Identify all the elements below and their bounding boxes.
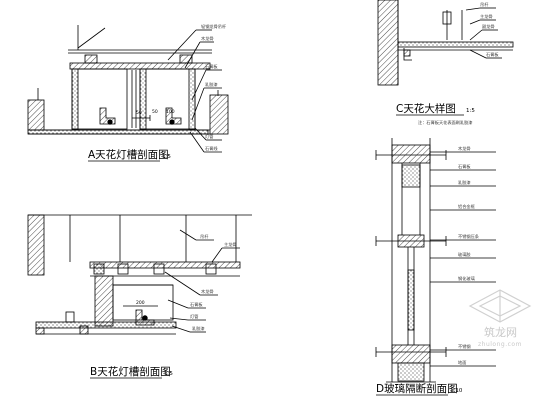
svg-text:灯管: 灯管 [205,133,213,140]
section-a [27,25,229,153]
section-b-title: B天花灯槽剖面图 [90,365,171,378]
section-c-scale: 1:5 [466,108,475,114]
svg-text:不锈钢: 不锈钢 [458,343,471,350]
section-d-notes: 木龙骨 石膏板 乳胶漆 铝合金框 不锈钢压条 玻璃胶 钢化玻璃 不锈钢 地面 [458,145,480,366]
svg-text:灯管: 灯管 [190,313,198,320]
svg-text:主龙骨: 主龙骨 [224,241,237,248]
section-b-notes: 吊杆 主龙骨 木龙骨 石膏板 灯管 乳胶漆 200 [136,233,237,332]
svg-text:副龙骨: 副龙骨 [482,23,495,30]
dim-a-mid: 50 [136,110,142,116]
svg-text:铝合金框: 铝合金框 [458,203,476,210]
dim-a-right: 100 [166,109,175,115]
section-c-title: C天花大样图 [396,102,456,115]
dim-b-width: 200 [136,300,145,306]
svg-text:乳胶漆: 乳胶漆 [458,179,471,186]
section-a-title: A天花灯槽剖面图 [88,148,169,161]
svg-text:石膏板: 石膏板 [486,51,499,58]
svg-text:不锈钢压条: 不锈钢压条 [458,233,480,240]
watermark-logo [468,289,532,323]
section-c [377,0,514,86]
section-d [375,138,496,383]
section-b [27,214,252,335]
svg-text:注：石膏板天花表面刷乳胶漆: 注：石膏板天花表面刷乳胶漆 [418,119,472,126]
svg-text:乳胶漆: 乳胶漆 [192,325,205,332]
section-d-scale: 1:10 [450,388,463,394]
svg-text:钢化玻璃: 钢化玻璃 [458,275,475,282]
dim-a-left: 50 [152,109,158,115]
watermark: 筑龙网 zhulong.com [468,289,532,348]
svg-text:轻钢龙骨吊杆: 轻钢龙骨吊杆 [201,23,227,30]
section-b-scale: 1:5 [164,371,173,377]
svg-text:石膏板: 石膏板 [205,63,218,70]
svg-text:木龙骨: 木龙骨 [201,35,214,42]
svg-text:木龙骨: 木龙骨 [458,145,471,152]
svg-text:石膏板: 石膏板 [458,163,471,170]
watermark-text: 筑龙网 [484,325,517,339]
section-d-title: D玻璃隔断剖面图 [376,382,458,395]
svg-text:玻璃胶: 玻璃胶 [458,251,471,258]
section-a-scale: 1:5 [162,154,171,160]
svg-text:乳胶漆: 乳胶漆 [205,81,218,88]
section-c-notes: 吊杆 主龙骨 副龙骨 石膏板 注：石膏板天花表面刷乳胶漆 [418,1,499,126]
section-a-notes: 轻钢龙骨吊杆 木龙骨 石膏板 乳胶漆 灯管 石膏线 50 50 100 [136,23,227,152]
watermark-sub: zhulong.com [478,341,522,348]
svg-text:木龙骨: 木龙骨 [201,288,214,295]
svg-text:主龙骨: 主龙骨 [480,13,493,20]
svg-text:石膏板: 石膏板 [190,301,203,308]
svg-text:吊杆: 吊杆 [480,1,489,8]
svg-text:吊杆: 吊杆 [200,233,209,240]
svg-text:石膏线: 石膏线 [205,145,218,152]
svg-text:地面: 地面 [458,359,466,366]
